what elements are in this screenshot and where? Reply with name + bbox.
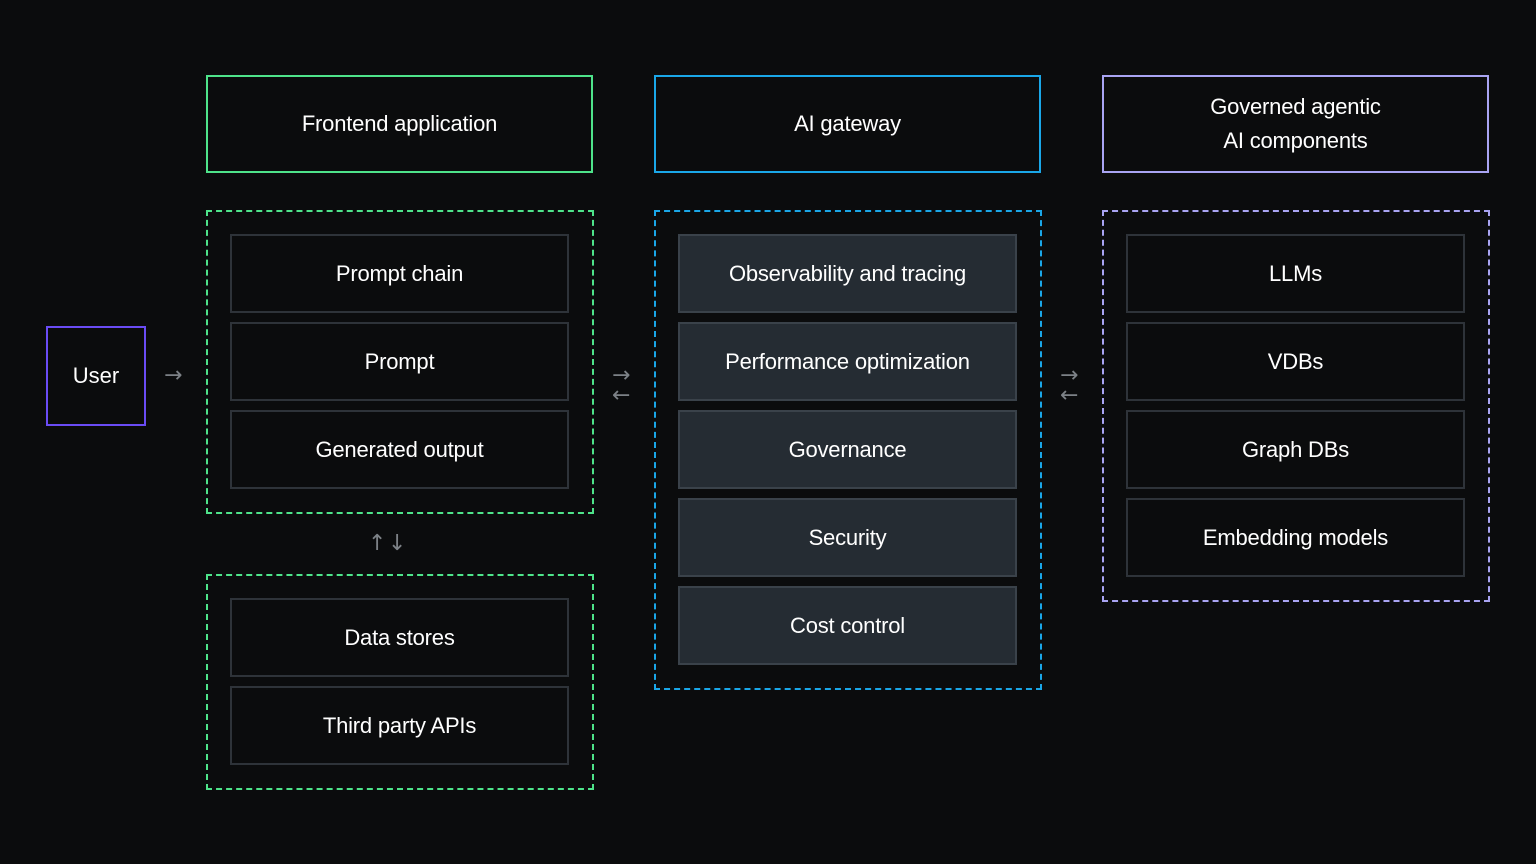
user-node: User (46, 326, 146, 426)
governed-title-line1: Governed agentic (1210, 94, 1381, 119)
frontend-group: Prompt chain Prompt Generated output (206, 210, 594, 514)
arrow-up-icon: ↑ (368, 531, 387, 556)
data-item-third-party-apis: Third party APIs (230, 686, 569, 765)
frontend-item-generated-output: Generated output (230, 410, 569, 489)
item-label: Data stores (344, 624, 455, 650)
item-label: Prompt chain (335, 260, 464, 286)
item-label: Performance optimization (725, 348, 970, 374)
gateway-item-cost-control: Cost control (678, 586, 1017, 665)
item-label: Prompt (364, 348, 435, 374)
frontend-item-prompt: Prompt (230, 322, 569, 401)
gateway-title: AI gateway (794, 111, 901, 136)
arrow-left-icon: ← (612, 383, 631, 408)
gateway-item-performance: Performance optimization (678, 322, 1017, 401)
item-label: Cost control (790, 612, 905, 638)
governed-title-line2: AI components (1223, 128, 1368, 153)
governed-header: Governed agentic AI components (1102, 75, 1489, 173)
frontend-title: Frontend application (301, 111, 498, 136)
item-label: Observability and tracing (728, 260, 967, 286)
frontend-header: Frontend application (206, 75, 593, 173)
gateway-item-governance: Governance (678, 410, 1017, 489)
item-label: LLMs (1269, 260, 1322, 286)
gateway-group: Observability and tracing Performance op… (654, 210, 1042, 690)
item-label: Graph DBs (1241, 436, 1350, 462)
gateway-header: AI gateway (654, 75, 1041, 173)
arrow-down-icon: ↓ (388, 531, 407, 556)
arrow-right-icon: → (164, 363, 183, 388)
governed-item-graph-dbs: Graph DBs (1126, 410, 1465, 489)
item-label: Generated output (315, 436, 484, 462)
governed-item-embedding-models: Embedding models (1126, 498, 1465, 577)
item-label: Embedding models (1202, 524, 1389, 550)
item-label: Security (808, 524, 887, 550)
data-sources-group: Data stores Third party APIs (206, 574, 594, 790)
governed-item-llms: LLMs (1126, 234, 1465, 313)
arrow-right-icon: → (612, 363, 631, 388)
user-label: User (72, 363, 120, 388)
item-label: Governance (788, 436, 907, 462)
governed-group: LLMs VDBs Graph DBs Embedding models (1102, 210, 1490, 602)
governed-item-vdbs: VDBs (1126, 322, 1465, 401)
frontend-item-prompt-chain: Prompt chain (230, 234, 569, 313)
item-label: Third party APIs (322, 712, 477, 738)
gateway-item-security: Security (678, 498, 1017, 577)
data-item-data-stores: Data stores (230, 598, 569, 677)
item-label: VDBs (1267, 348, 1324, 374)
arrow-right-icon: → (1060, 363, 1079, 388)
arrow-left-icon: ← (1060, 383, 1079, 408)
gateway-item-observability: Observability and tracing (678, 234, 1017, 313)
